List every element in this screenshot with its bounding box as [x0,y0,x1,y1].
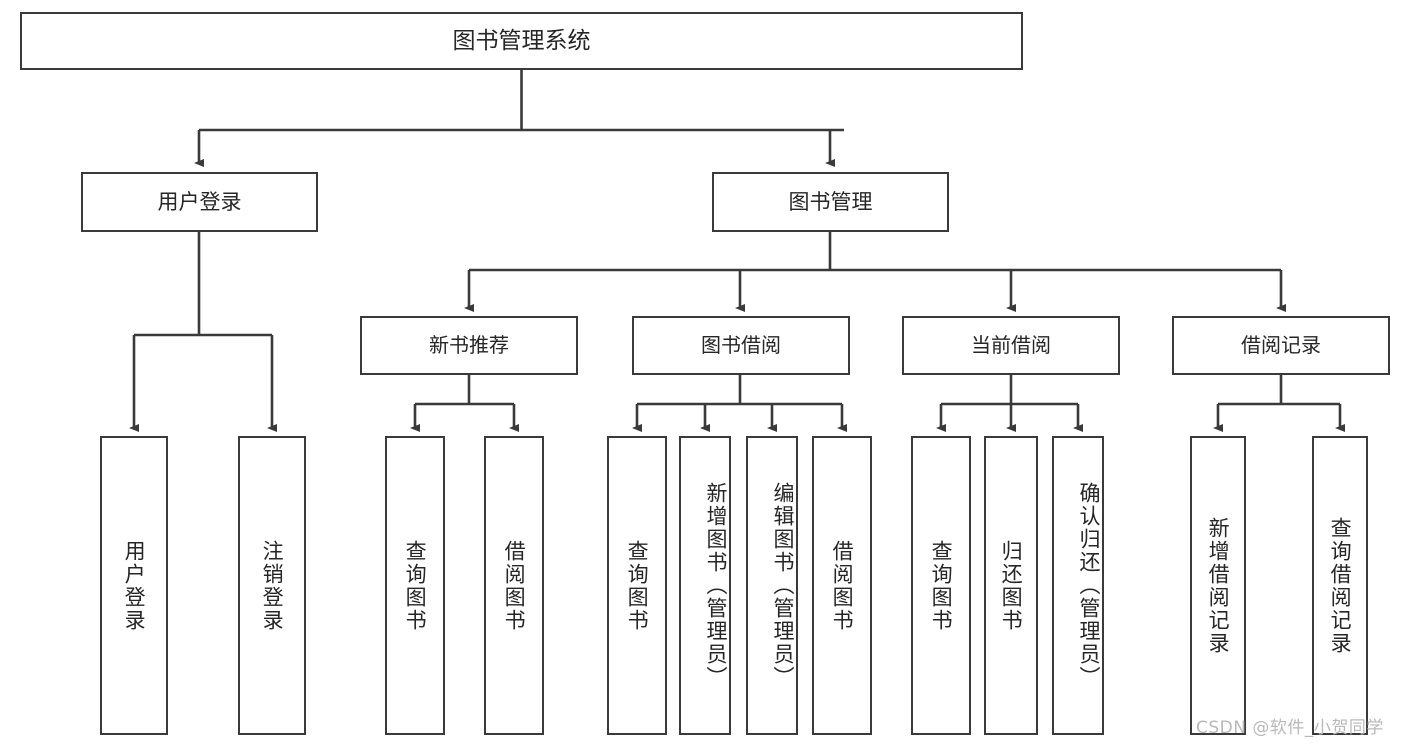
node-leaf-add-borrow-record[interactable]: 新增借阅记录 [1190,436,1246,735]
node-user-login[interactable]: 用户登录 [81,172,318,232]
node-book-management[interactable]: 图书管理 [712,172,949,232]
watermark-text: CSDN @软件_小贺同学 [1196,718,1384,738]
node-leaf-query-book-c[interactable]: 查询图书 [911,436,971,735]
node-leaf-query-book-b[interactable]: 查询图书 [607,436,667,735]
node-leaf-borrow-book-a[interactable]: 借阅图书 [484,436,544,735]
node-leaf-user-login[interactable]: 用户登录 [100,436,168,735]
node-new-book-recommend[interactable]: 新书推荐 [360,316,578,375]
node-leaf-return-book[interactable]: 归还图书 [984,436,1038,735]
node-leaf-query-borrow-record[interactable]: 查询借阅记录 [1312,436,1368,735]
node-leaf-add-book-admin[interactable]: 新增图书（管理员） [679,436,731,735]
node-leaf-query-book-a[interactable]: 查询图书 [385,436,445,735]
node-current-borrow[interactable]: 当前借阅 [902,316,1120,375]
node-leaf-confirm-return-admin[interactable]: 确认归还（管理员） [1052,436,1104,735]
node-leaf-logout[interactable]: 注销登录 [238,436,306,735]
node-book-borrow[interactable]: 图书借阅 [632,316,850,375]
node-leaf-borrow-book-b[interactable]: 借阅图书 [812,436,872,735]
node-root-system[interactable]: 图书管理系统 [20,12,1023,70]
node-borrow-record[interactable]: 借阅记录 [1172,316,1390,375]
node-leaf-edit-book-admin[interactable]: 编辑图书（管理员） [746,436,798,735]
